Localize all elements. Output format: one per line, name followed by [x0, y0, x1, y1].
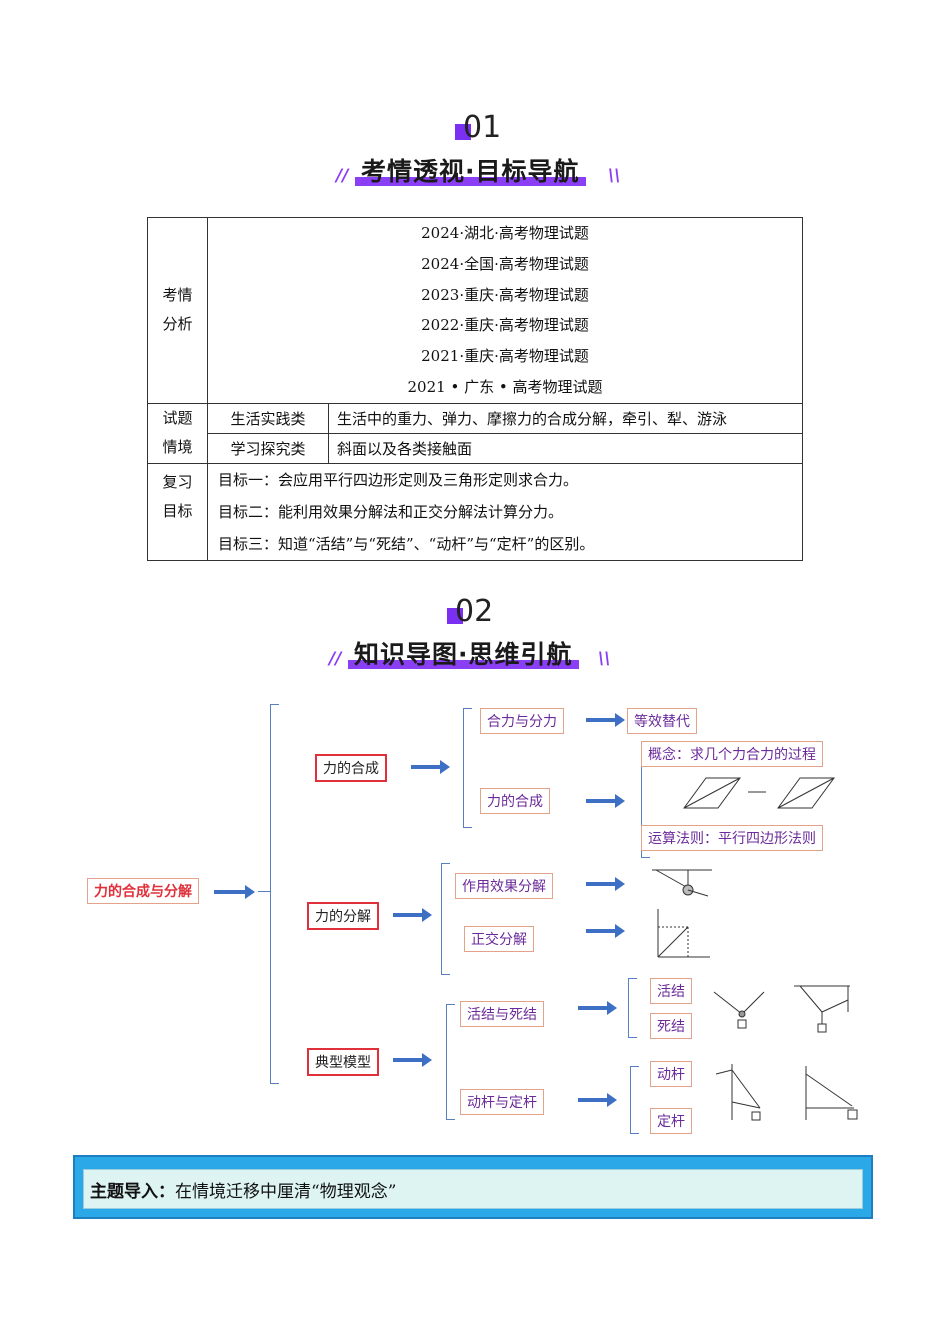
arrow	[586, 877, 625, 891]
moving-rod-node: 动杆	[650, 1061, 692, 1087]
dead-knot-node: 死结	[650, 1013, 692, 1039]
title-underline	[348, 660, 579, 669]
root-node: 力的合成与分解	[87, 878, 199, 904]
orthogonal-node: 正交分解	[464, 926, 534, 952]
topic-intro-inner: 主题导入：在情境迁移中厘清“物理观念”	[83, 1169, 863, 1209]
context-content: 生活中的重力、弹力、摩擦力的合成分解，牵引、犁、游泳	[328, 402, 803, 434]
analysis-row: 考情 分析 2024·湖北·高考物理试题 2024·全国·高考物理试题 2023…	[147, 217, 803, 404]
goal-label: 复习 目标	[147, 462, 208, 561]
right-slash-decoration: \\	[598, 649, 611, 669]
arrow	[214, 885, 255, 899]
section-1-number: 01	[455, 110, 501, 145]
fixed-rod-node: 定杆	[650, 1108, 692, 1134]
arrow	[586, 713, 625, 727]
goal-row: 复习 目标 目标一：会应用平行四边形定则及三角形定则求合力。 目标二：能利用效果…	[147, 462, 803, 561]
arrow	[578, 1093, 617, 1107]
effect-diagram	[652, 869, 712, 897]
left-slash-decoration: //	[329, 649, 342, 669]
topic-label: 主题导入：	[90, 1182, 175, 1202]
title-underline	[355, 177, 586, 186]
exam-item: 2022·重庆·高考物理试题	[421, 316, 589, 335]
fixed-rod-diagram	[805, 1066, 858, 1120]
context-row-1: 试题 情境 生活实践类 生活中的重力、弹力、摩擦力的合成分解，牵引、犁、游泳	[147, 402, 803, 464]
goal-item: 目标二：能利用效果分解法和正交分解法计算分力。	[218, 502, 564, 521]
right-slash-decoration: \\	[608, 166, 621, 186]
arrow	[586, 794, 625, 808]
arrow	[578, 1001, 617, 1015]
composition-node: 力的合成	[315, 754, 387, 782]
decomposition-brace	[441, 863, 450, 975]
live-knot-diagram	[713, 991, 765, 1029]
topic-content: 在情境迁移中厘清“物理观念”	[175, 1182, 397, 1202]
equivalent-node: 等效替代	[627, 708, 697, 734]
parallelogram-diagram	[683, 777, 835, 809]
goal-list: 目标一：会应用平行四边形定则及三角形定则求合力。 目标二：能利用效果分解法和正交…	[207, 462, 803, 561]
composition-sub-node: 力的合成	[480, 788, 550, 814]
resultant-node: 合力与分力	[480, 708, 564, 734]
context-label: 试题 情境	[147, 402, 208, 464]
topic-intro-text: 主题导入：在情境迁移中厘清“物理观念”	[90, 1177, 396, 1202]
exam-item: 2021·重庆·高考物理试题	[421, 347, 589, 366]
section-1-title: 考情透视·目标导航	[355, 152, 586, 188]
models-node: 典型模型	[307, 1048, 379, 1076]
topic-intro-banner: 主题导入：在情境迁移中厘清“物理观念”	[73, 1155, 873, 1219]
concept-node: 概念：求几个力合力的过程	[641, 741, 823, 767]
exam-item: 2024·全国·高考物理试题	[421, 254, 589, 273]
section-2-number: 02	[447, 594, 493, 629]
arrow	[411, 760, 450, 774]
dead-knot-diagram	[794, 985, 850, 1033]
decomposition-node: 力的分解	[307, 902, 379, 930]
knots-brace	[628, 978, 637, 1038]
knots-node: 活结与死结	[460, 1001, 544, 1027]
arrow	[586, 924, 625, 938]
goal-item: 目标三：知道“活结”与“死结”、“动杆”与“定杆”的区别。	[218, 534, 595, 553]
rods-brace	[630, 1066, 639, 1134]
moving-rod-diagram	[715, 1064, 761, 1121]
section-2-title: 知识导图·思维引航	[348, 635, 579, 671]
live-knot-node: 活结	[650, 978, 692, 1004]
exam-item: 2021 • 广东 • 高考物理试题	[407, 377, 603, 396]
main-brace	[270, 704, 279, 1084]
effect-node: 作用效果分解	[455, 873, 553, 899]
models-brace	[446, 1004, 455, 1120]
context-type: 学习探究类	[207, 432, 329, 464]
orthogonal-diagram	[657, 909, 710, 958]
exam-info-table: 考情 分析 2024·湖北·高考物理试题 2024·全国·高考物理试题 2023…	[147, 217, 803, 561]
arrow	[393, 908, 432, 922]
number-square-decoration	[455, 124, 471, 140]
exam-list: 2024·湖北·高考物理试题 2024·全国·高考物理试题 2023·重庆·高考…	[207, 217, 803, 404]
brace-connector	[258, 891, 270, 892]
context-content: 斜面以及各类接触面	[328, 432, 803, 464]
goal-item: 目标一：会应用平行四边形定则及三角形定则求合力。	[218, 470, 579, 489]
rods-node: 动杆与定杆	[460, 1089, 544, 1115]
exam-item: 2023·重庆·高考物理试题	[421, 285, 589, 304]
analysis-label: 考情 分析	[147, 217, 208, 404]
rule-node: 运算法则：平行四边形法则	[641, 825, 823, 851]
context-type: 生活实践类	[207, 402, 329, 434]
context-row-2: 学习探究类 斜面以及各类接触面	[148, 432, 803, 464]
arrow	[393, 1053, 432, 1067]
left-slash-decoration: //	[336, 166, 349, 186]
number-square-decoration	[447, 608, 463, 624]
exam-item: 2024·湖北·高考物理试题	[421, 224, 589, 242]
composition-brace	[463, 708, 472, 828]
